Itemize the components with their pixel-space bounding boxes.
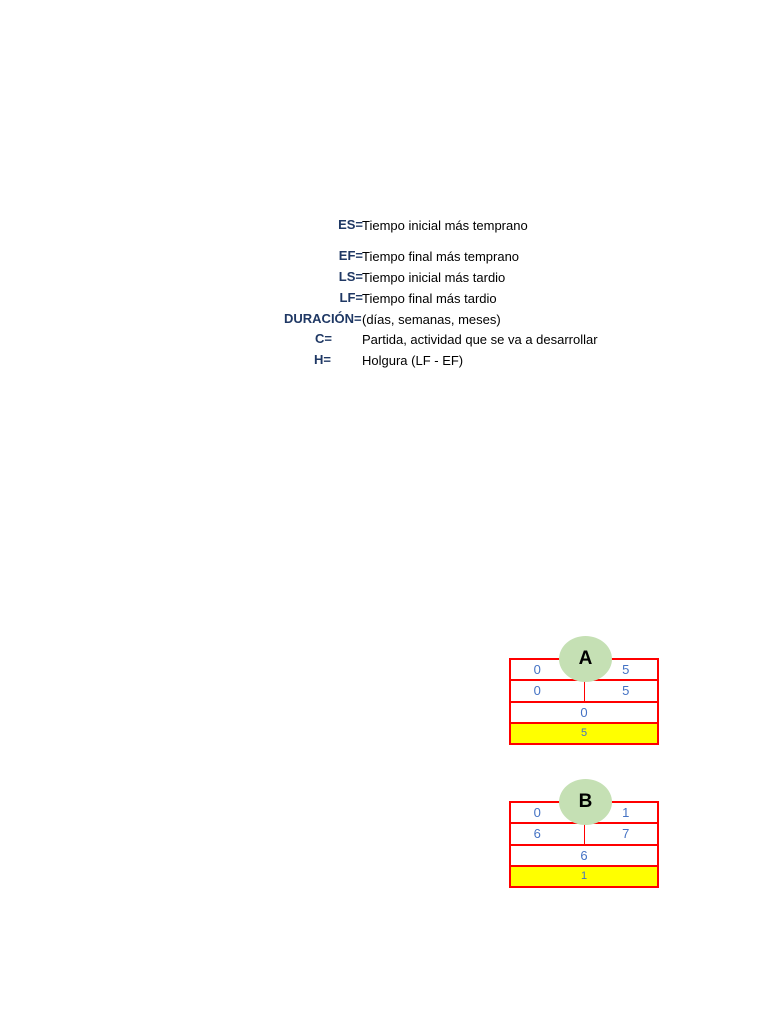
legend-row-h: H= Holgura (LF - EF) [0,352,768,372]
node-lf: 5 [583,679,659,703]
legend-desc: Partida, actividad que se va a desarroll… [362,332,598,347]
legend-row-ef: EF= Tiempo final más temprano [0,248,768,268]
legend-key: ES= [338,217,363,232]
legend-key: LS= [338,269,363,284]
legend-desc: (días, semanas, meses) [362,312,501,327]
node-ls: 0 [509,679,585,703]
node-lf: 7 [583,822,659,846]
node-highlight: 1 [509,864,659,889]
legend-row-lf: LF= Tiempo final más tardio [0,290,768,310]
legend-row-ls: LS= Tiempo inicial más tardio [0,269,768,289]
legend-desc: Tiempo final más temprano [362,249,520,264]
node-label-circle: B [559,779,612,825]
node-table: 0 1 6 7 6 1 [509,800,659,889]
legend-key: LF= [339,290,363,305]
legend-row-c: C= Partida, actividad que se va a desarr… [0,331,768,351]
legend-row-es: ES= Tiempo inicial más temprano [0,217,768,237]
legend-desc: Holgura (LF - EF) [362,353,464,368]
node-label-circle: A [559,636,612,682]
legend-desc: Tiempo inicial más temprano [362,218,528,233]
legend-row-duracion: DURACIÓN= (días, semanas, meses) [0,311,768,331]
node-middle: 6 [509,843,659,867]
legend-key: C= [315,331,332,346]
legend-desc: Tiempo inicial más tardio [362,270,506,285]
node-middle: 0 [509,700,659,724]
activity-node-a: 0 5 0 5 0 5 A [509,636,659,746]
legend-desc: Tiempo final más tardio [362,291,497,306]
node-highlight: 5 [509,721,659,746]
node-ls: 6 [509,822,585,846]
legend: ES= Tiempo inicial más temprano EF= Tiem… [0,0,768,400]
activity-node-b: 0 1 6 7 6 1 B [509,779,659,889]
legend-key: DURACIÓN= [284,311,362,326]
legend-key: H= [314,352,331,367]
legend-key: EF= [338,248,363,263]
